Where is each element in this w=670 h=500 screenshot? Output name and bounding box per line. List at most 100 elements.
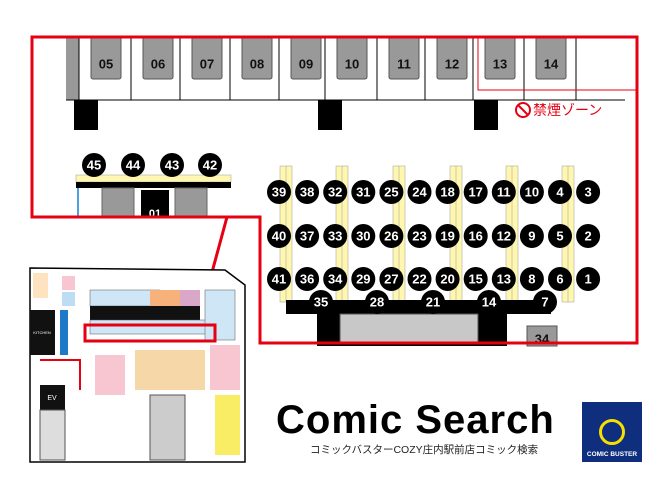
seat-marker[interactable] xyxy=(407,267,432,291)
seat-number: 3 xyxy=(584,185,591,200)
seat-number: 28 xyxy=(370,295,384,310)
seat-marker[interactable] xyxy=(295,224,320,248)
seat-number: 26 xyxy=(384,229,398,244)
booth-number: 12 xyxy=(445,57,459,72)
seat-marker[interactable] xyxy=(198,153,222,177)
seat-marker[interactable] xyxy=(576,180,601,204)
ev-label: EV xyxy=(47,395,57,402)
seat-marker[interactable] xyxy=(309,290,333,314)
comic-buster-logo: COMIC BUSTER xyxy=(582,402,642,462)
pillar xyxy=(318,100,342,130)
seat-marker[interactable] xyxy=(519,224,544,248)
seat-number: 36 xyxy=(300,272,314,287)
seat-marker[interactable] xyxy=(435,224,460,248)
seat-number: 33 xyxy=(328,229,342,244)
seat-number: 18 xyxy=(440,185,454,200)
seat-marker[interactable] xyxy=(491,267,516,291)
seat-number: 34 xyxy=(328,272,343,287)
zoom-frame xyxy=(30,35,639,345)
seat-marker[interactable] xyxy=(407,224,432,248)
seat-marker[interactable] xyxy=(533,290,557,314)
seat-marker[interactable] xyxy=(351,224,376,248)
mascot-icon xyxy=(599,419,625,445)
seat-marker[interactable] xyxy=(576,224,601,248)
seat-number: 9 xyxy=(528,229,535,244)
seat-number: 38 xyxy=(300,185,314,200)
booth-number: 14 xyxy=(544,57,559,72)
seat-marker[interactable] xyxy=(407,180,432,204)
seat-marker[interactable] xyxy=(379,180,404,204)
seat-number: 35 xyxy=(314,295,328,310)
seat-marker[interactable] xyxy=(548,267,572,291)
booth-number: 11 xyxy=(397,57,411,72)
pillar xyxy=(74,100,98,130)
seat-marker[interactable] xyxy=(435,267,460,291)
seat-marker[interactable] xyxy=(548,224,572,248)
seat-number: 29 xyxy=(356,272,370,287)
seat-marker[interactable] xyxy=(267,180,291,204)
seat-marker[interactable] xyxy=(477,290,501,314)
seat-marker[interactable] xyxy=(82,153,106,177)
seat-number: 7 xyxy=(541,295,548,310)
seat-marker[interactable] xyxy=(463,267,488,291)
seat-number: 10 xyxy=(525,185,539,200)
seat-number: 19 xyxy=(440,229,454,244)
seat-marker[interactable] xyxy=(365,290,389,314)
seat-marker[interactable] xyxy=(323,180,348,204)
seat-marker[interactable] xyxy=(379,267,404,291)
seat-marker[interactable] xyxy=(323,224,348,248)
seat-number: 31 xyxy=(356,185,370,200)
inset-overview-map: KITCHEN EV xyxy=(29,267,246,463)
seat-number: 45 xyxy=(87,158,101,173)
booth-number: 09 xyxy=(299,57,313,72)
seat-number: 5 xyxy=(556,229,563,244)
seat-number: 23 xyxy=(412,229,426,244)
seat-number: 20 xyxy=(440,272,454,287)
seat-number: 37 xyxy=(300,229,314,244)
seat-number: 42 xyxy=(203,158,217,173)
seat-marker[interactable] xyxy=(519,180,544,204)
booth-number: 10 xyxy=(345,57,359,72)
seat-number: 16 xyxy=(468,229,482,244)
no-smoking-icon xyxy=(515,102,531,118)
seat-number: 14 xyxy=(482,295,497,310)
smoking-zone-label: 禁煙ゾーン xyxy=(533,102,602,118)
seat-marker[interactable] xyxy=(295,180,320,204)
seat-number: 24 xyxy=(412,185,427,200)
seat-marker[interactable] xyxy=(351,267,376,291)
seat-marker[interactable] xyxy=(576,267,601,291)
seat-number: 6 xyxy=(556,272,563,287)
seat-marker[interactable] xyxy=(491,180,516,204)
seat-marker[interactable] xyxy=(160,153,184,177)
seat-marker[interactable] xyxy=(435,180,460,204)
seat-marker[interactable] xyxy=(295,267,320,291)
seat-number: 44 xyxy=(126,158,141,173)
seat-marker[interactable] xyxy=(463,180,488,204)
booth-number: 05 xyxy=(99,57,113,72)
seat-marker[interactable] xyxy=(379,224,404,248)
seat-marker[interactable] xyxy=(351,180,376,204)
seat-marker[interactable] xyxy=(323,267,348,291)
seat-number: 11 xyxy=(497,185,511,200)
seat-number: 27 xyxy=(384,272,398,287)
page-subtitle: コミックバスターCOZY庄内駅前店コミック検索 xyxy=(310,444,539,456)
pillar xyxy=(474,100,498,130)
seat-number: 40 xyxy=(272,229,286,244)
seat-marker[interactable] xyxy=(463,224,488,248)
seat-marker[interactable] xyxy=(519,267,544,291)
seat-number: 12 xyxy=(497,229,511,244)
seat-number: 8 xyxy=(528,272,535,287)
seat-number: 2 xyxy=(584,229,591,244)
wall xyxy=(66,37,80,100)
seat-marker[interactable] xyxy=(121,153,145,177)
seat-marker[interactable] xyxy=(548,180,572,204)
seat-number: 21 xyxy=(426,295,440,310)
seat-marker[interactable] xyxy=(267,224,291,248)
seat-number: 39 xyxy=(272,185,286,200)
seat-marker[interactable] xyxy=(267,267,291,291)
booth-number: 07 xyxy=(200,57,214,72)
seat-number: 15 xyxy=(468,272,482,287)
seat-marker[interactable] xyxy=(491,224,516,248)
seat-marker[interactable] xyxy=(421,290,445,314)
